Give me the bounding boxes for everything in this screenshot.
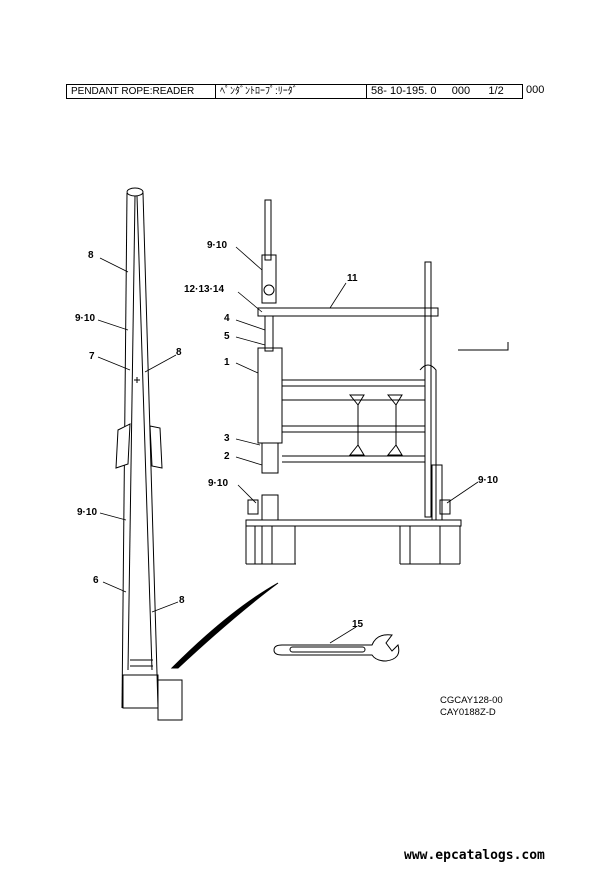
label-6: 6	[93, 575, 99, 586]
label-12-13-14: 12·13·14	[184, 284, 224, 295]
curve-arrow	[170, 582, 279, 669]
boom	[115, 187, 183, 721]
label-11: 11	[347, 273, 358, 284]
label-9-10: 9·10	[77, 507, 97, 518]
leader-assembly	[245, 199, 509, 565]
drawing-code: CGCAY128-00	[440, 695, 503, 706]
label-5: 5	[224, 331, 230, 342]
label-2: 2	[224, 451, 230, 462]
label-9-10: 9·10	[207, 240, 227, 251]
drawing-code: CAY0188Z-D	[440, 707, 496, 718]
part-suffix: 000	[526, 84, 545, 96]
label-3: 3	[224, 433, 230, 444]
label-15: 15	[352, 619, 364, 630]
label-7: 7	[89, 351, 95, 362]
label-9-10: 9·10	[478, 475, 498, 486]
label-9-10: 9·10	[208, 478, 228, 489]
wrench-drawing	[273, 634, 400, 662]
label-8: 8	[176, 347, 182, 358]
leader-lines	[97, 246, 479, 644]
label-8: 8	[179, 595, 185, 606]
label-1: 1	[224, 357, 230, 368]
part-number: 58- 10-195. 0 000 1/2	[366, 84, 523, 99]
label-9-10: 9·10	[75, 313, 95, 324]
label-4: 4	[224, 313, 230, 324]
label-8: 8	[88, 250, 94, 261]
watermark-link[interactable]: www.epcatalogs.com	[404, 848, 545, 863]
